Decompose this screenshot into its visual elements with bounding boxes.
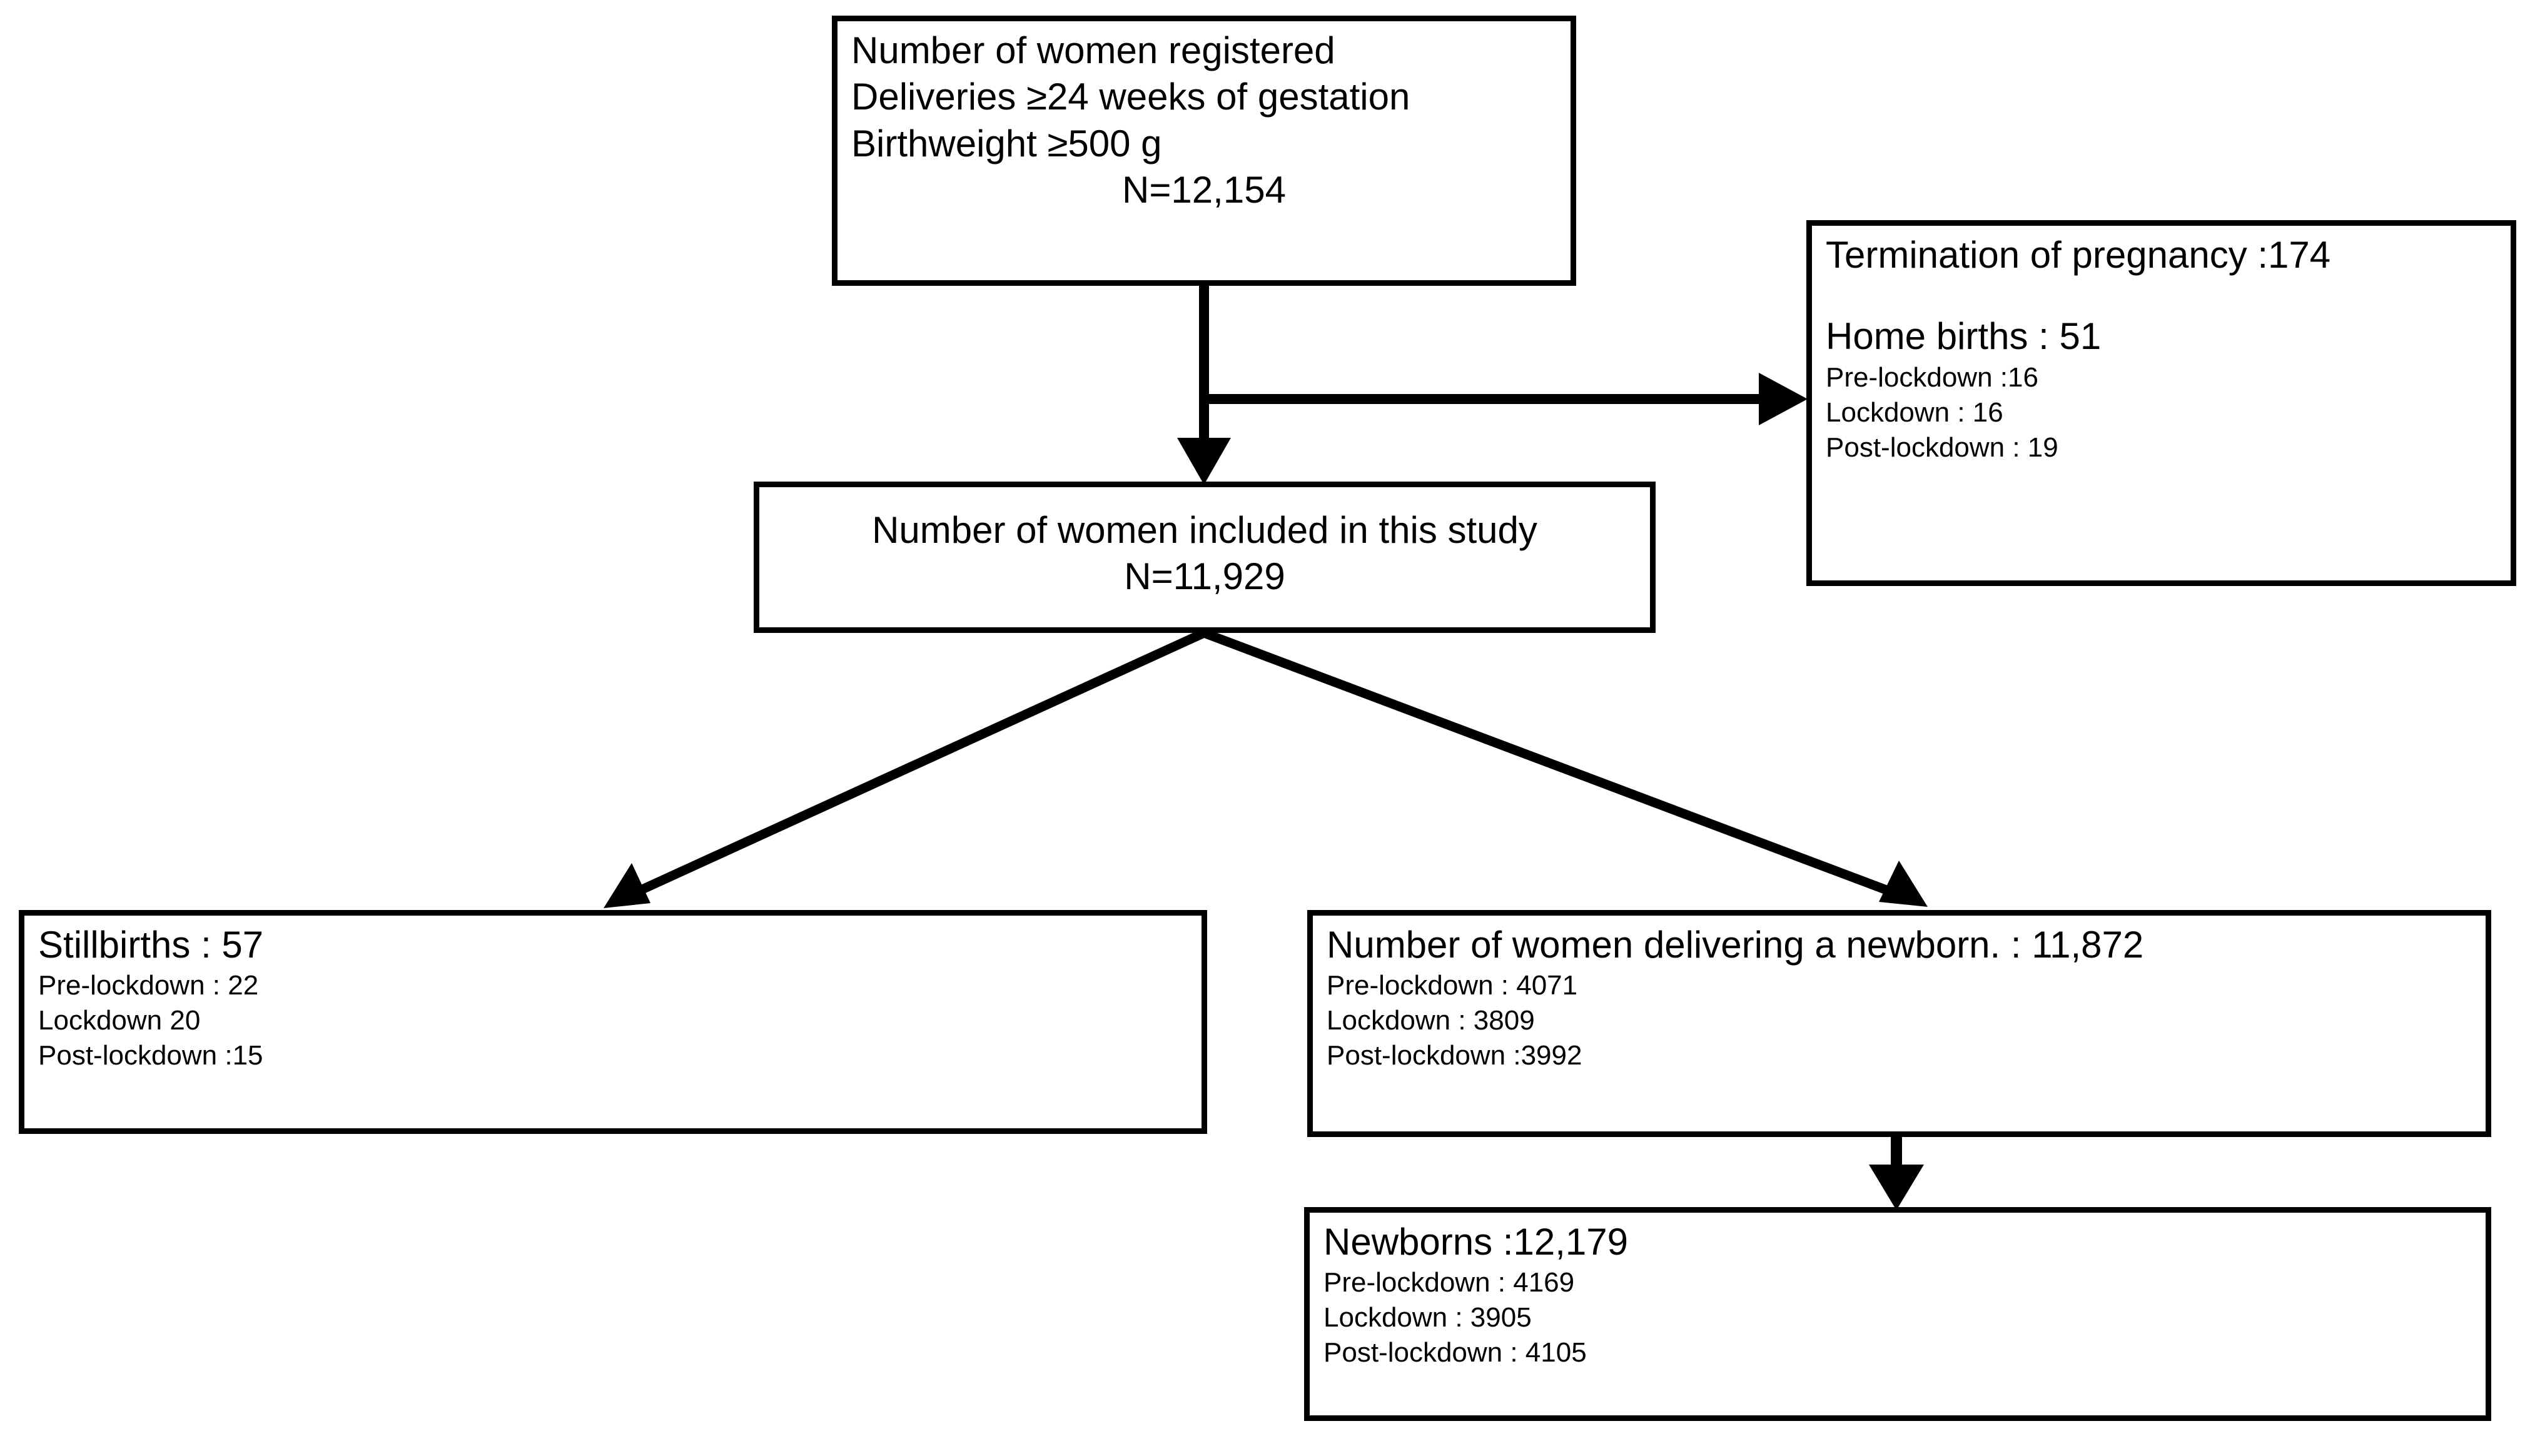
node-women-delivering-newborn: Number of women delivering a newborn. : … (1307, 910, 2491, 1137)
newborns-pre-lockdown: Pre-lockdown : 4169 (1323, 1267, 1575, 1298)
registered-criterion-2: Deliveries ≥24 weeks of gestation (851, 76, 1410, 118)
delivering-post-lockdown: Post-lockdown :3992 (1327, 1040, 1582, 1071)
edge-included-to-stillbirths (604, 629, 1207, 908)
stillbirths-heading: Stillbirths : 57 (38, 924, 264, 966)
newborns-post-lockdown: Post-lockdown : 4105 (1323, 1337, 1587, 1368)
home-births-label: Home births : 51 (1826, 315, 2102, 358)
stillbirths-pre-lockdown: Pre-lockdown : 22 (38, 970, 259, 1001)
node-newborns: Newborns :12,179 Pre-lockdown : 4169 Loc… (1304, 1207, 2491, 1421)
spacer (1826, 278, 2497, 313)
edge-included-to-delivering (1202, 628, 1928, 907)
edge-delivering-to-newborns (1869, 1137, 1924, 1210)
registered-total: N=12,154 (1122, 169, 1286, 211)
home-births-post-lockdown: Post-lockdown : 19 (1826, 432, 2058, 463)
node-exclusions: Termination of pregnancy :174 Home birth… (1806, 220, 2516, 586)
included-total: N=11,929 (1124, 555, 1285, 598)
included-label: Number of women included in this study (872, 509, 1537, 551)
delivering-lockdown: Lockdown : 3809 (1327, 1005, 1535, 1036)
node-stillbirths: Stillbirths : 57 Pre-lockdown : 22 Lockd… (19, 910, 1207, 1134)
termination-of-pregnancy-label: Termination of pregnancy :174 (1826, 234, 2331, 276)
edge-registered-to-excluded (1204, 373, 1808, 425)
home-births-lockdown: Lockdown : 16 (1826, 397, 2003, 428)
stillbirths-post-lockdown: Post-lockdown :15 (38, 1040, 263, 1071)
stillbirths-lockdown: Lockdown 20 (38, 1005, 201, 1036)
edge-registered-to-included (1177, 286, 1231, 485)
node-women-included: Number of women included in this study N… (754, 482, 1656, 633)
delivering-pre-lockdown: Pre-lockdown : 4071 (1327, 970, 1578, 1001)
delivering-heading: Number of women delivering a newborn. : … (1327, 924, 2144, 966)
home-births-pre-lockdown: Pre-lockdown :16 (1826, 361, 2038, 393)
registered-criterion-1: Number of women registered (851, 29, 1335, 71)
newborns-lockdown: Lockdown : 3905 (1323, 1302, 1532, 1333)
newborns-heading: Newborns :12,179 (1323, 1221, 1628, 1263)
node-women-registered: Number of women registered Deliveries ≥2… (832, 16, 1576, 286)
registered-criterion-3: Birthweight ≥500 g (851, 122, 1162, 164)
